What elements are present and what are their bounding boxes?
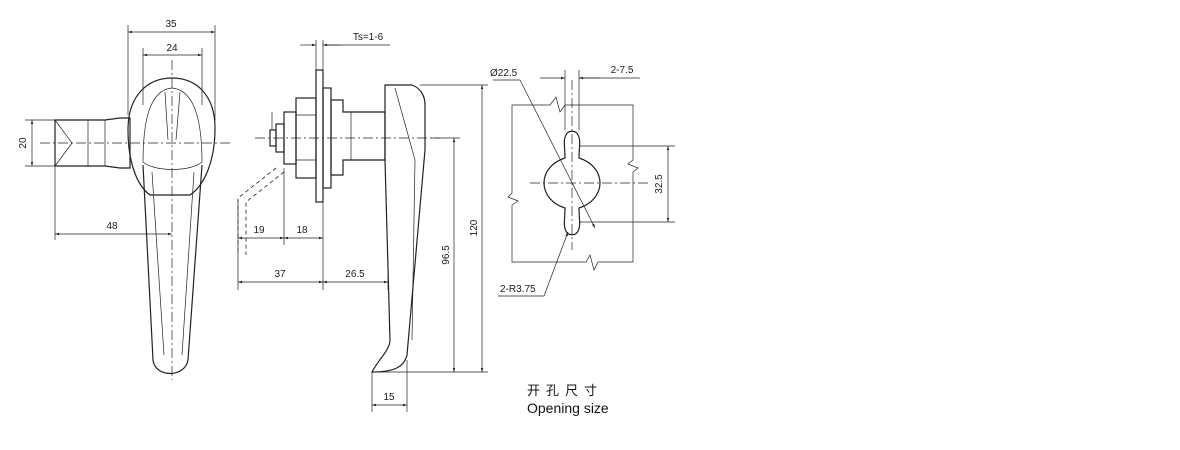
dim-diameter: Ø22.5 xyxy=(490,68,518,79)
panel-outline xyxy=(507,96,639,271)
dim-120: 120 xyxy=(469,219,480,236)
panel-plate xyxy=(315,69,324,203)
dim-37: 37 xyxy=(274,269,286,280)
dim-35: 35 xyxy=(165,19,177,30)
keyhole-cutout xyxy=(543,130,601,236)
lever-inner-lines xyxy=(151,171,195,356)
dim-20: 20 xyxy=(18,137,29,149)
side-view: Ts=1-6 19 18 37 26.5 96.5 120 15 xyxy=(237,32,488,412)
handle-hub xyxy=(330,99,386,176)
handle-boss xyxy=(127,77,216,196)
handle-lever xyxy=(142,164,203,374)
handle-profile-inner xyxy=(394,87,416,341)
dim-slot: 2-7.5 xyxy=(611,65,634,76)
handle-recess xyxy=(142,87,203,170)
cam-hidden xyxy=(237,167,285,255)
dim-19: 19 xyxy=(253,225,265,236)
dim-15: 15 xyxy=(383,392,395,403)
dim-48: 48 xyxy=(106,221,118,232)
caption-chinese: 开孔尺寸 xyxy=(527,384,604,399)
dim-32-5: 32.5 xyxy=(654,174,665,194)
caption-english: Opening size xyxy=(527,400,609,416)
dim-26-5: 26.5 xyxy=(345,269,365,280)
dim-96-5: 96.5 xyxy=(441,245,452,265)
front-view: 35 24 20 48 xyxy=(18,19,232,380)
dim-ts: Ts=1-6 xyxy=(353,32,384,43)
leader-diameter xyxy=(519,79,596,229)
cutout-view: Ø22.5 2-7.5 32.5 2-R3.75 xyxy=(490,65,675,297)
leader-radius xyxy=(543,231,569,297)
handle-profile xyxy=(371,84,426,373)
dim-radius: 2-R3.75 xyxy=(500,284,536,295)
spindle-body xyxy=(54,117,131,169)
dim-18: 18 xyxy=(296,225,308,236)
dim-24: 24 xyxy=(166,43,178,54)
recess-detail xyxy=(164,91,181,141)
